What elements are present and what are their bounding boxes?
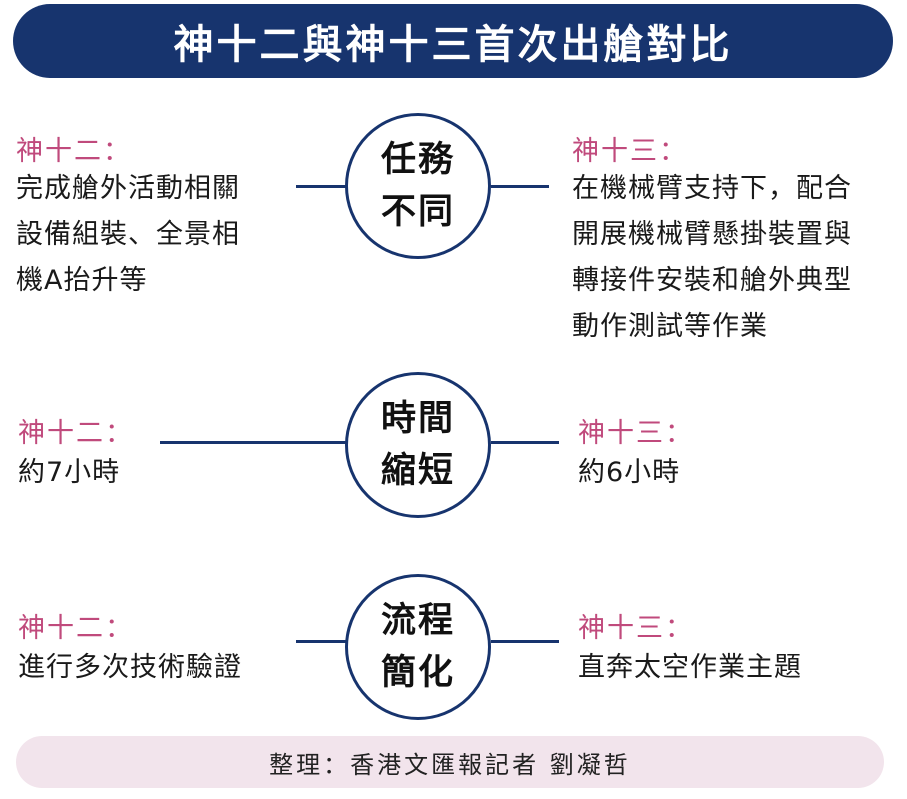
section1-left-line: 機A抬升等 — [16, 265, 148, 296]
section2-left-line: 約7小時 — [18, 457, 121, 488]
section2-left-connector — [160, 441, 348, 444]
section2-topic-circle: 時間 縮短 — [345, 372, 491, 518]
section2-right-desc: 約6小時 — [578, 450, 680, 496]
section2-topic-line2: 縮短 — [380, 450, 455, 491]
section1-left-line: 完成艙外活動相關 — [16, 173, 240, 204]
credit-text: 整理：香港文匯報記者 劉凝哲 — [269, 750, 631, 779]
page-title: 神十二與神十三首次出艙對比 — [173, 22, 733, 68]
section1-right-line: 轉接件安裝和艙外典型 — [572, 265, 852, 296]
section1-right-connector — [491, 185, 549, 188]
section3-right-label: 神十三： — [578, 613, 694, 644]
section3-right-line: 直奔太空作業主題 — [578, 652, 802, 683]
section3-left-label: 神十二： — [18, 613, 134, 644]
section1-right-line: 開展機械臂懸掛裝置與 — [572, 219, 852, 250]
section3-left-connector — [296, 640, 348, 643]
section3-right-desc: 直奔太空作業主題 — [578, 645, 802, 691]
section1-topic-line1: 任務 — [380, 139, 455, 180]
section1-left-connector — [296, 185, 348, 188]
section3-topic-line2: 簡化 — [380, 652, 455, 693]
section1-left-label: 神十二： — [16, 136, 132, 167]
section2-right-line: 約6小時 — [578, 457, 681, 488]
section1-topic-line2: 不同 — [380, 191, 455, 232]
section1-left-line: 設備組裝、全景相 — [16, 219, 240, 250]
section1-right-line: 在機械臂支持下，配合 — [572, 173, 852, 204]
section2-right-connector — [491, 441, 559, 444]
section2-right-label: 神十三： — [578, 418, 694, 449]
section1-right-label: 神十三： — [572, 136, 688, 167]
section1-right-desc: 在機械臂支持下，配合 開展機械臂懸掛裝置與 轉接件安裝和艙外典型 動作測試等作業 — [572, 166, 852, 350]
title-banner: 神十二與神十三首次出艙對比 — [13, 4, 893, 78]
section3-left-line: 進行多次技術驗證 — [18, 652, 242, 683]
section3-topic-circle: 流程 簡化 — [345, 574, 491, 720]
section2-left-desc: 約7小時 — [18, 450, 120, 496]
section3-topic-line1: 流程 — [380, 600, 455, 641]
section1-left-desc: 完成艙外活動相關 設備組裝、全景相 機A抬升等 — [16, 166, 240, 304]
section1-right-line: 動作測試等作業 — [572, 311, 768, 342]
section3-right-connector — [491, 640, 559, 643]
credit-footer: 整理：香港文匯報記者 劉凝哲 — [16, 736, 884, 788]
section1-topic-circle: 任務 不同 — [345, 113, 491, 259]
section2-topic-line1: 時間 — [380, 398, 455, 439]
section3-left-desc: 進行多次技術驗證 — [18, 645, 242, 691]
section2-left-label: 神十二： — [18, 418, 134, 449]
